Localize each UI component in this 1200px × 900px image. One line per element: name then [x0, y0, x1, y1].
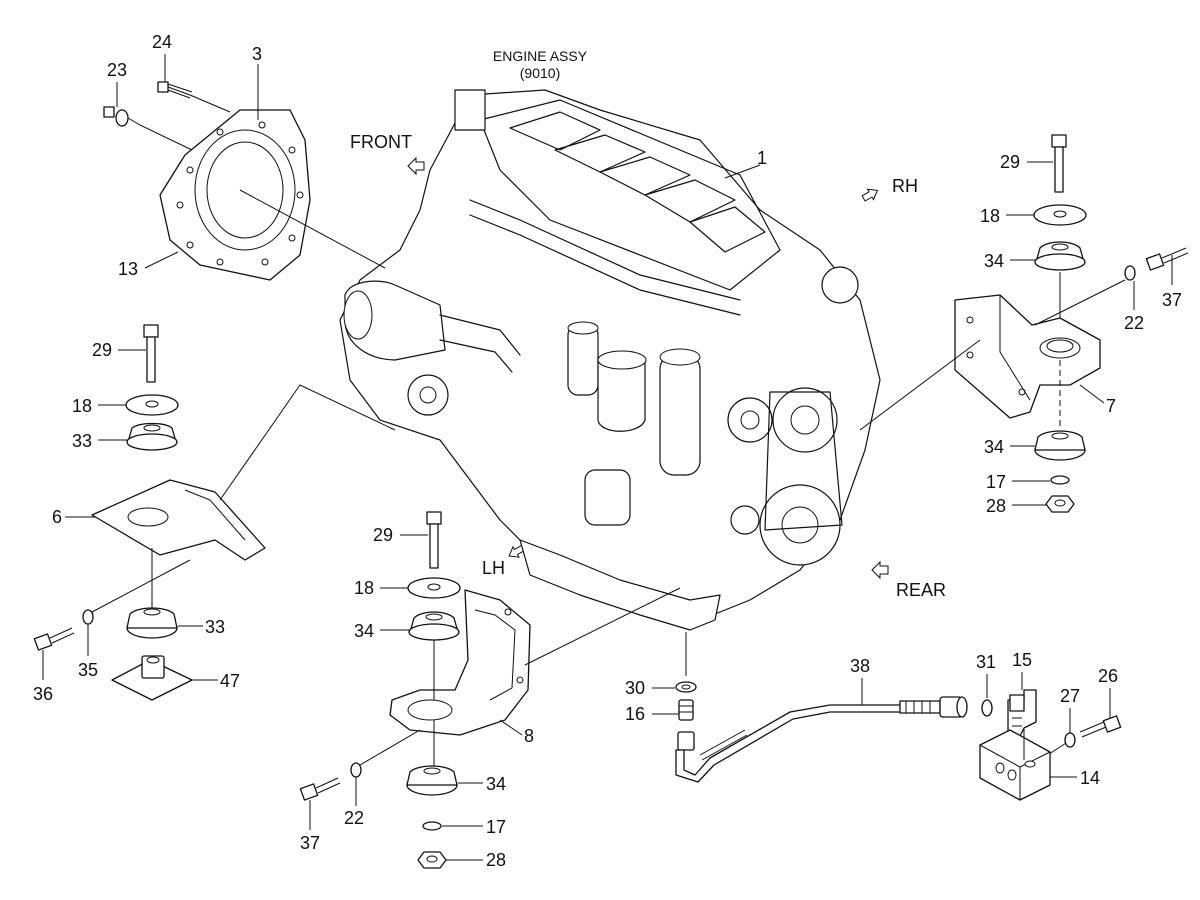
- callout-18-right: 18: [980, 206, 1000, 226]
- block-14: [979, 729, 1051, 801]
- washer-31: [981, 699, 993, 717]
- mount-33-upper: [126, 422, 178, 451]
- nut-28-right: [1045, 495, 1075, 513]
- callout-18-left: 18: [72, 396, 92, 416]
- mount-34-center-lower: [406, 765, 458, 796]
- callout-36: 36: [33, 684, 53, 704]
- engine-assy-code: (9010): [520, 65, 560, 81]
- washer-30: [675, 681, 697, 693]
- nut-28-center: [417, 851, 447, 869]
- callout-17-right: 17: [986, 472, 1006, 492]
- mount-34-right-upper: [1034, 241, 1086, 271]
- bolt-23: [103, 106, 141, 127]
- rear-direction: REAR: [871, 560, 946, 600]
- lh-label: LH: [482, 558, 505, 578]
- callout-7: 7: [1106, 396, 1116, 416]
- callout-16: 16: [625, 704, 645, 724]
- callout-35: 35: [78, 660, 98, 680]
- callout-13: 13: [118, 259, 138, 279]
- callout-14: 14: [1080, 768, 1100, 788]
- washer-18-right: [1033, 204, 1087, 226]
- callout-29-center: 29: [373, 525, 393, 545]
- callout-22-right: 22: [1124, 313, 1144, 333]
- rh-label: RH: [892, 176, 918, 196]
- callout-1: 1: [757, 148, 767, 168]
- callout-34-right-upper: 34: [984, 251, 1004, 271]
- callout-33-left-lower: 33: [205, 617, 225, 637]
- callout-22-center: 22: [344, 808, 364, 828]
- bolt-36: [33, 627, 75, 651]
- hose-38: [675, 696, 968, 783]
- callout-6: 6: [52, 507, 62, 527]
- mount-34-right-lower: [1034, 430, 1086, 461]
- callout-38: 38: [850, 656, 870, 676]
- washer-17-right: [1050, 475, 1070, 485]
- callout-31: 31: [976, 652, 996, 672]
- mount-33-lower: [126, 607, 178, 639]
- front-label: FRONT: [350, 132, 412, 152]
- callout-18-center: 18: [354, 578, 374, 598]
- bolt-37-center: [299, 777, 341, 801]
- bracket-6: [91, 479, 266, 561]
- bolt-24: [157, 81, 193, 99]
- elbow-15: [1007, 689, 1037, 741]
- washer-18-left: [125, 394, 179, 416]
- callout-30: 30: [625, 678, 645, 698]
- fitting-16: [678, 699, 694, 721]
- washer-22-right: [1124, 265, 1136, 281]
- washer-18-center: [407, 577, 461, 599]
- washer-17-center: [422, 821, 442, 831]
- washer-22-center: [350, 762, 362, 778]
- bolt-29-center: [426, 511, 442, 569]
- lh-direction: LH: [482, 544, 526, 578]
- callout-33-left-upper: 33: [72, 431, 92, 451]
- callout-37-right: 37: [1162, 290, 1182, 310]
- callout-28-center: 28: [486, 850, 506, 870]
- front-direction: FRONT: [350, 132, 425, 176]
- washer-27: [1064, 732, 1076, 748]
- bracket-8: [389, 589, 531, 736]
- callout-28-right: 28: [986, 496, 1006, 516]
- rh-arrow-icon: [861, 188, 879, 202]
- callout-34-center-lower: 34: [486, 774, 506, 794]
- bolt-29-left: [143, 324, 159, 383]
- callout-15: 15: [1012, 650, 1032, 670]
- engine-assy-title: ENGINE ASSY: [493, 48, 588, 64]
- bolt-37-right: [1145, 247, 1189, 271]
- callout-8: 8: [524, 726, 534, 746]
- callout-34-center-upper: 34: [354, 621, 374, 641]
- callout-29-left: 29: [92, 340, 112, 360]
- bolt-26: [1079, 715, 1122, 738]
- callout-47: 47: [220, 671, 240, 691]
- callout-3: 3: [252, 44, 262, 64]
- callout-23: 23: [107, 60, 127, 80]
- callout-24: 24: [152, 32, 172, 52]
- callout-27: 27: [1060, 686, 1080, 706]
- rh-direction: RH: [861, 176, 918, 202]
- washer-35: [82, 609, 94, 625]
- bolt-29-right: [1051, 134, 1067, 193]
- callout-37-center: 37: [300, 833, 320, 853]
- callout-26: 26: [1098, 666, 1118, 686]
- front-arrow-icon: [407, 156, 425, 176]
- rear-arrow-icon: [871, 560, 889, 580]
- engine-assembly: [339, 89, 881, 631]
- bracket-7: [954, 294, 1101, 419]
- mount-34-center-upper: [408, 611, 460, 641]
- callout-29-right: 29: [1000, 152, 1020, 172]
- plate-47: [111, 655, 193, 701]
- flywheel-housing: [159, 109, 311, 281]
- callout-17-center: 17: [486, 817, 506, 837]
- callout-34-right-lower: 34: [984, 437, 1004, 457]
- rear-label: REAR: [896, 580, 946, 600]
